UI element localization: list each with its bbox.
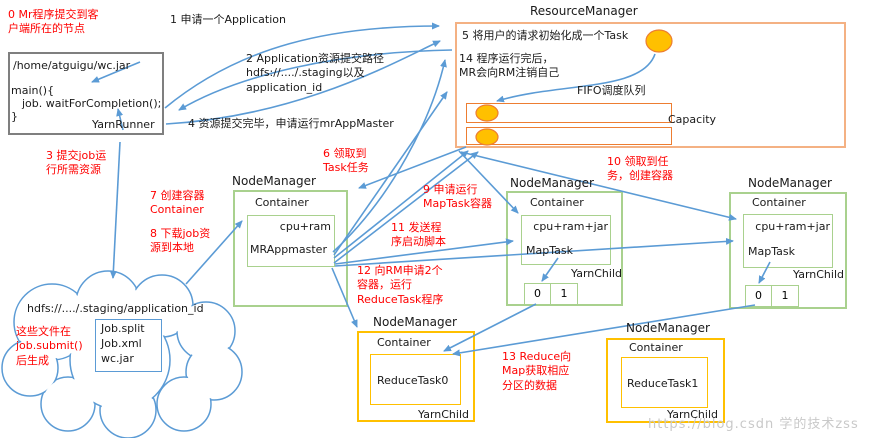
step2-label: 2 Application资源提交路径 hdfs://..../.staging… [246, 52, 384, 94]
client-node-box [8, 52, 164, 135]
client-code-wait: job. waitForCompletion(); [22, 97, 162, 110]
step0-label: 0 Mr程序提交到客 户端所在的节点 [8, 8, 99, 36]
step12-label: 12 向RM申请2个 容器，运行 ReduceTask程序 [357, 264, 444, 306]
nm2-container-label: Container [530, 196, 584, 209]
step13-label: 13 Reduce向 Map获取相应 分区的数据 [502, 350, 572, 392]
step6-label: 6 领取到 Task任务 [323, 147, 369, 175]
step7-label: 7 创建容器 Container [150, 189, 205, 217]
arrow-step6 [358, 146, 467, 189]
nm2-task-label: MapTask [526, 244, 573, 257]
job-split-file: Job.split [101, 322, 145, 335]
nm5-title: NodeManager [626, 321, 710, 335]
nm3-resource-label: cpu+ram+jar [755, 220, 830, 233]
step1-label: 1 申请一个Application [170, 13, 286, 26]
cloud-note: 这些文件在 job.submit() 后生成 [16, 325, 83, 367]
wc-jar-file: wc.jar [101, 352, 134, 365]
nm2-partition-0: 0 [524, 283, 551, 305]
nm4-task-label: ReduceTask0 [377, 374, 449, 387]
nm3-task-label: MapTask [748, 245, 795, 258]
nm2-title: NodeManager [510, 176, 594, 190]
nm2-partition-1: 1 [550, 283, 578, 305]
nm4-title: NodeManager [373, 315, 457, 329]
client-code-main: main(){ [11, 84, 55, 97]
nm2-resource-label: cpu+ram+jar [533, 220, 608, 233]
nm1-resource-label: cpu+ram [279, 220, 331, 233]
nm5-task-label: ReduceTask1 [627, 377, 699, 390]
nm3-title: NodeManager [748, 176, 832, 190]
nm3-yarnchild-label: YarnChild [793, 268, 844, 281]
step3-label: 3 提交job运 行所需资源 [46, 149, 107, 177]
nm3-container-box [743, 214, 833, 268]
fifo-queue-box-1 [466, 103, 672, 123]
arrow-step3 [109, 141, 121, 279]
capacity-label: Capacity [668, 113, 717, 126]
step11-label: 11 发送程 序启动脚本 [391, 221, 446, 249]
client-jar-path: /home/atguigu/wc.jar [13, 59, 131, 72]
nm1-container-box [247, 215, 335, 267]
fifo-queue-box-2 [466, 127, 672, 145]
nm1-title: NodeManager [232, 174, 316, 188]
yarn-runner-label: YarnRunner [92, 118, 155, 131]
nm1-task-label: MRAppmaster [250, 243, 327, 256]
nm5-container-box [621, 357, 708, 408]
nm3-partition-0: 0 [745, 285, 772, 307]
nm3-partition-1: 1 [771, 285, 799, 307]
nm5-yarnchild-label: YarnChild [667, 408, 718, 421]
resource-manager-title: ResourceManager [530, 4, 638, 18]
step14-label: 14 程序运行完后， MR会向RM注销自己 [459, 52, 560, 80]
step9-label: 9 申请运行 MapTask容器 [423, 183, 492, 211]
step8-label: 8 下载job资 源到本地 [150, 227, 211, 255]
job-xml-file: Job.xml [101, 337, 142, 350]
step4-label: 4 资源提交完毕，申请运行mrAppMaster [188, 117, 394, 130]
nm2-yarnchild-label: YarnChild [571, 267, 622, 280]
nm3-container-label: Container [752, 196, 806, 209]
nm4-container-label: Container [377, 336, 431, 349]
fifo-queue-label: FIFO调度队列 [577, 84, 646, 97]
nm4-yarnchild-label: YarnChild [418, 408, 469, 421]
nm4-container-box [370, 354, 461, 405]
hdfs-staging-path: hdfs://..../.staging/application_id [27, 302, 204, 315]
step5-label: 5 将用户的请求初始化成一个Task [462, 29, 629, 42]
client-code-brace: } [11, 110, 18, 123]
nm5-container-label: Container [629, 341, 683, 354]
watermark: https://blog.csdn 学的技术zss [648, 417, 859, 432]
step10-label: 10 领取到任 务，创建容器 [607, 155, 673, 183]
nm1-container-label: Container [255, 196, 309, 209]
